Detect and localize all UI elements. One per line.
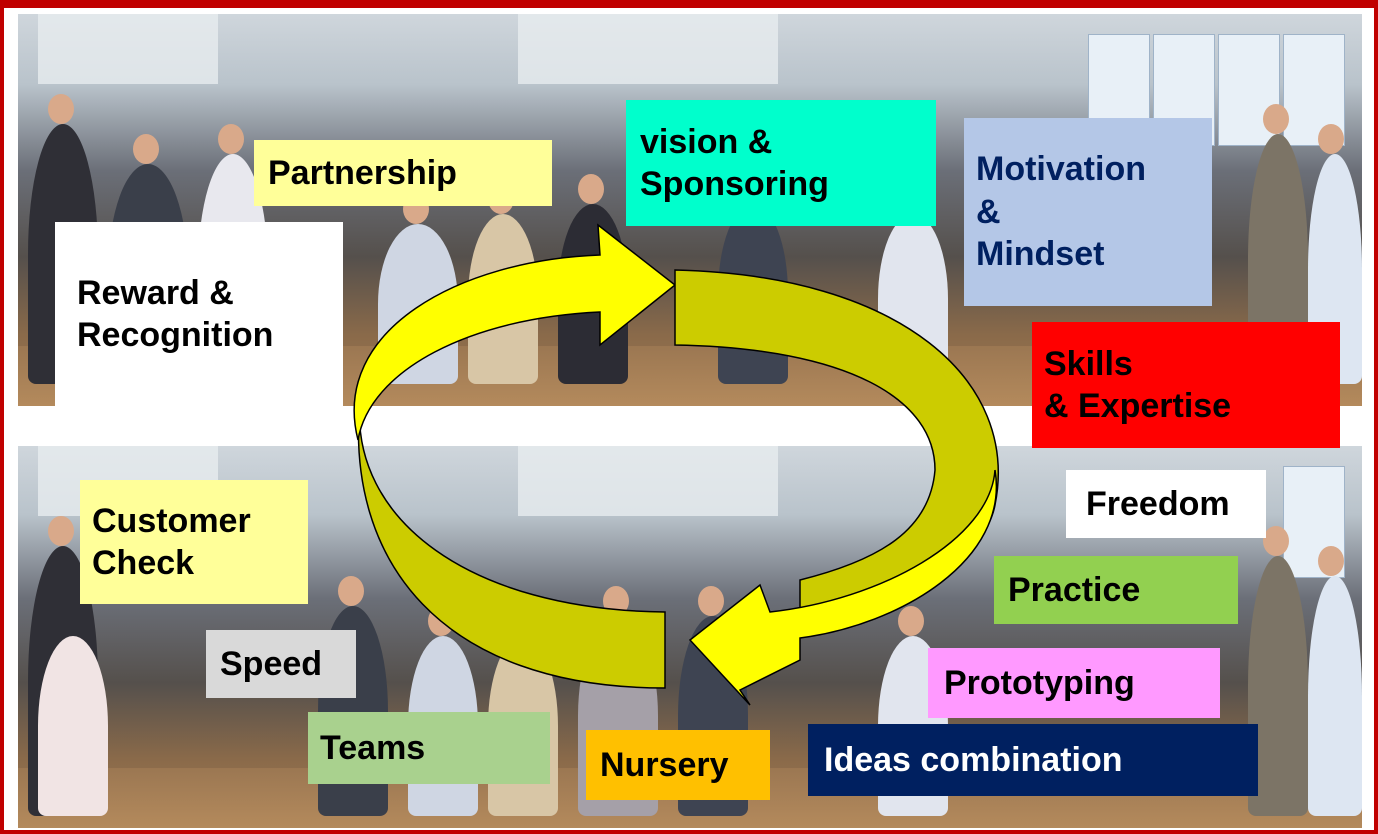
label-customer-check: Customer Check: [80, 480, 308, 604]
label-skills-expertise: Skills & Expertise: [1032, 322, 1340, 448]
label-partnership: Partnership: [254, 140, 552, 206]
label-teams: Teams: [308, 712, 550, 784]
label-vision-sponsoring: vision & Sponsoring: [626, 100, 936, 226]
cycle-arrow-top: [353, 223, 677, 441]
label-nursery: Nursery: [586, 730, 770, 800]
label-speed: Speed: [206, 630, 356, 698]
label-freedom: Freedom: [1066, 470, 1266, 538]
label-reward-recognition: Reward & Recognition: [55, 222, 343, 406]
cycle-arrow-left: [357, 399, 666, 689]
label-practice: Practice: [994, 556, 1238, 624]
label-prototyping: Prototyping: [928, 648, 1220, 718]
label-ideas-combination: Ideas combination: [808, 724, 1258, 796]
cycle-arrow-bottom: [688, 469, 998, 706]
label-motivation-mindset: Motivation & Mindset: [964, 118, 1212, 306]
